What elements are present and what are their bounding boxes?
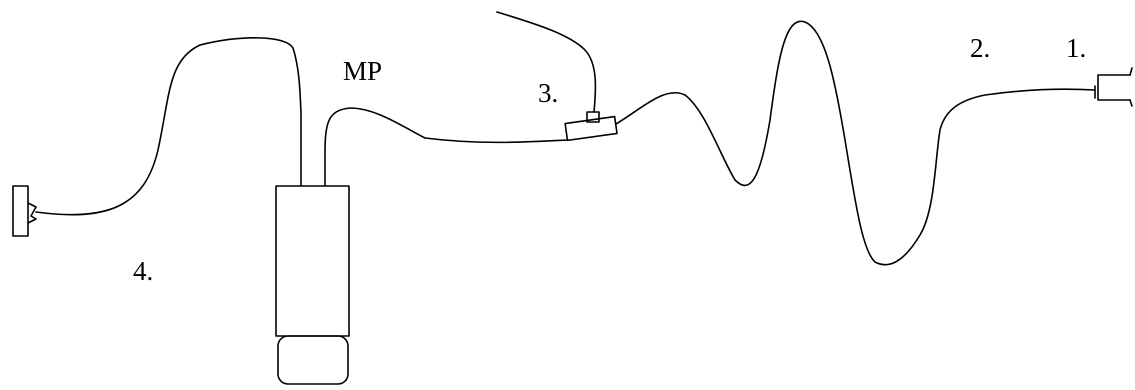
right-connector-bottom-pin bbox=[1129, 99, 1133, 107]
left-connector-body bbox=[12, 185, 29, 237]
label-point-1: 1. bbox=[1066, 33, 1087, 63]
t-connector-body bbox=[564, 115, 618, 142]
left-connector-tip bbox=[27, 202, 37, 224]
right-connector-top-pin bbox=[1129, 67, 1133, 76]
right-connector bbox=[1094, 67, 1133, 107]
label-point-4: 4. bbox=[133, 256, 154, 286]
right-connector-body bbox=[1097, 74, 1131, 101]
top-lead bbox=[496, 11, 597, 113]
t-connector bbox=[564, 111, 618, 142]
device-base bbox=[277, 335, 349, 385]
left-cable bbox=[35, 37, 302, 216]
right-cable bbox=[324, 107, 569, 187]
left-connector bbox=[12, 185, 37, 237]
t-connector-stem bbox=[586, 111, 600, 123]
device-mp bbox=[275, 185, 350, 385]
label-mp: MP bbox=[343, 56, 383, 86]
wavy-cable bbox=[615, 20, 1096, 266]
device-body bbox=[275, 185, 350, 337]
label-point-3: 3. bbox=[538, 78, 559, 108]
label-point-2: 2. bbox=[970, 33, 991, 63]
